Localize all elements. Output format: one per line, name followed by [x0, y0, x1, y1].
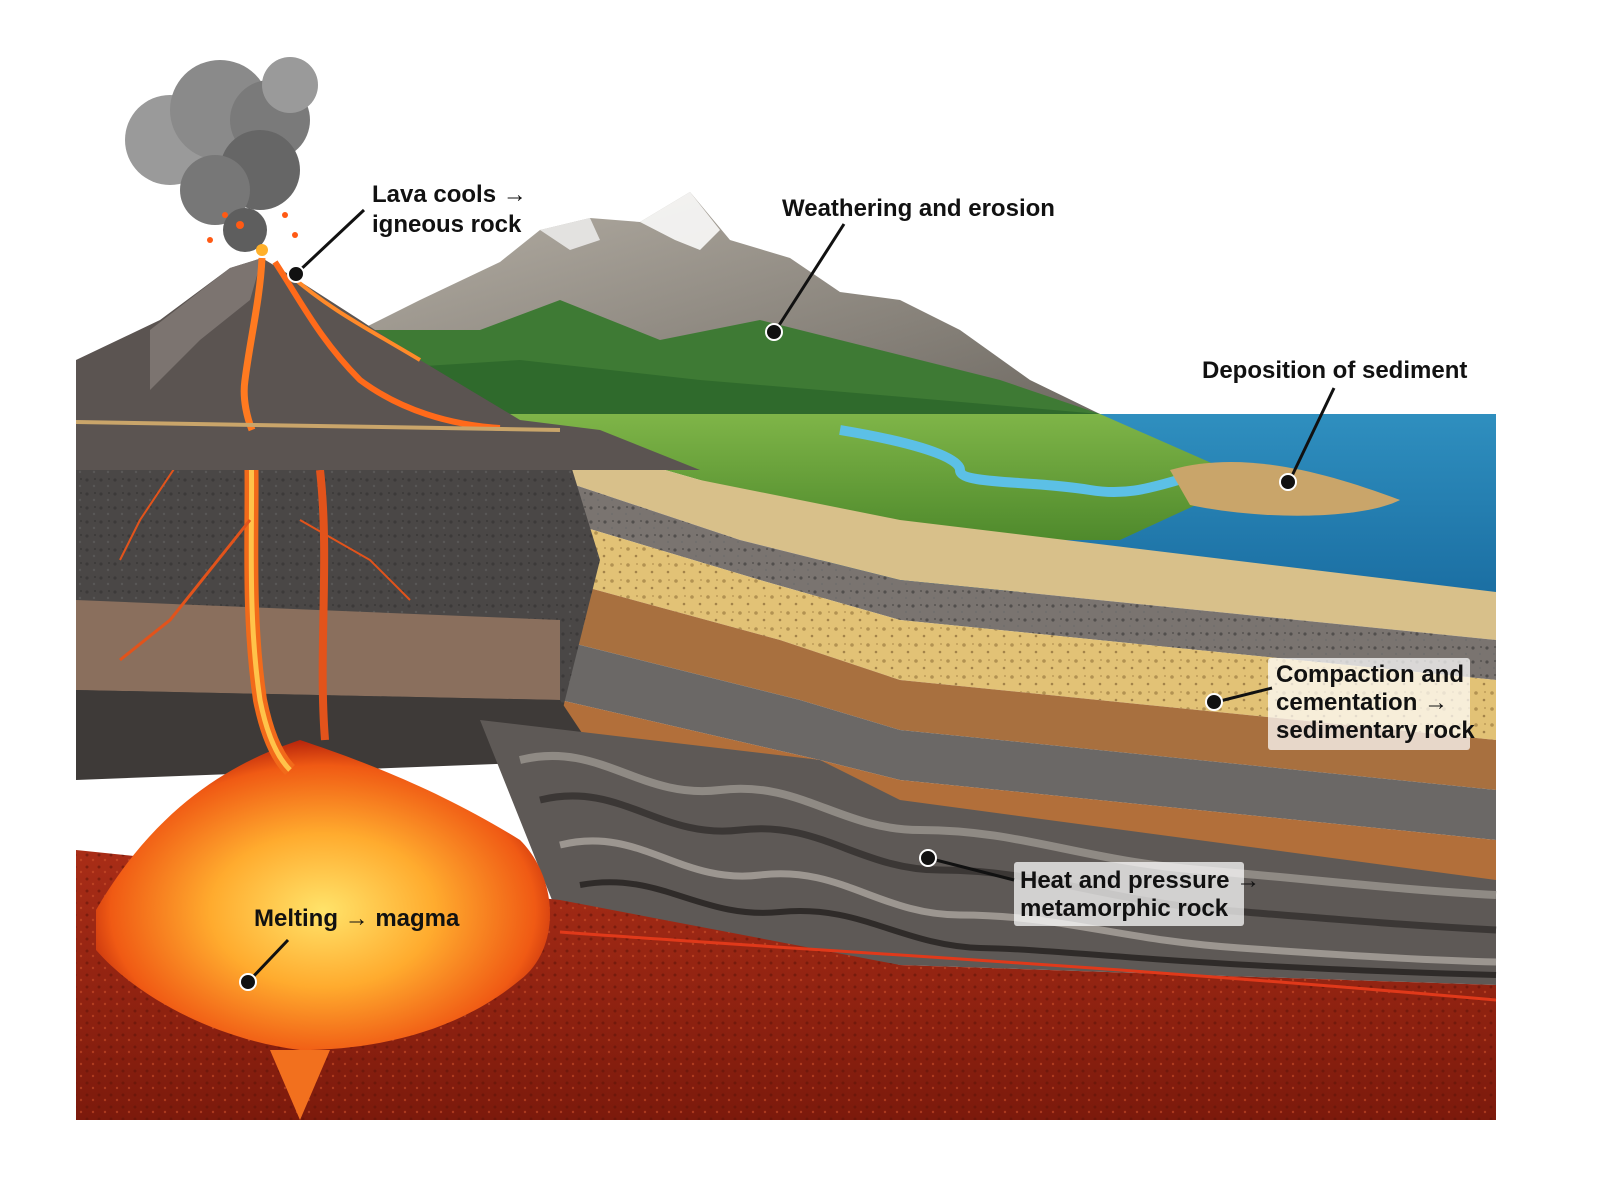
compaction-label-line2: cementation →: [1276, 689, 1448, 716]
lava-label-line2: igneous rock: [372, 211, 522, 238]
leader-line: [296, 208, 366, 274]
leader-line: [1288, 387, 1336, 481]
compaction-label-line1: Compaction and: [1276, 661, 1464, 688]
igneous-block: [76, 422, 600, 780]
label-dot: [1205, 693, 1223, 711]
leader-line: [248, 938, 290, 982]
heat-label-line2: metamorphic rock: [1020, 895, 1229, 922]
compaction-label-line3: sedimentary rock: [1276, 717, 1475, 744]
label-dot: [1279, 473, 1297, 491]
svg-text:Deposition of sediment: Deposition of sediment: [1202, 357, 1467, 384]
label-dot: [765, 323, 783, 341]
label-heat-pressure: Heat and pressure → metamorphic rock: [919, 849, 1267, 926]
mountain-range: [360, 192, 1100, 414]
label-dot: [919, 849, 937, 867]
label-dot: [239, 973, 257, 991]
label-deposition: Deposition of sediment: [1202, 357, 1467, 491]
melting-label: Melting → magma: [254, 905, 460, 932]
label-melting: Melting → magma: [239, 905, 460, 991]
label-background: [1014, 862, 1244, 926]
svg-text:Melting → magma: Melting → magma: [254, 905, 460, 932]
svg-text:Lava cools → igneous roc: Lava cools → igneous rock: [372, 181, 533, 238]
svg-text:Weathering and erosion: Weathering and erosion: [782, 195, 1055, 222]
leader-line: [927, 856, 1015, 882]
leader-line: [774, 223, 846, 331]
lava-spatter: [207, 212, 298, 256]
eruption-smoke: [125, 57, 318, 252]
label-background: [1268, 658, 1470, 750]
weathering-label: Weathering and erosion: [782, 195, 1055, 222]
leader-line: [1215, 686, 1273, 704]
label-weathering: Weathering and erosion: [765, 195, 1055, 341]
mantle-boundary: [559, 930, 1497, 1002]
svg-text:Compaction and cementati: Compaction and cementation → sedimentary…: [1276, 661, 1475, 744]
label-dot: [287, 265, 305, 283]
heat-label-line1: Heat and pressure →: [1020, 867, 1260, 894]
volcano: [75, 257, 700, 470]
label-lava-cools: Lava cools → igneous rock: [287, 181, 533, 283]
svg-text:Heat and pressure → meta: Heat and pressure → metamorphic rock: [1020, 867, 1267, 922]
lava-label-line1: Lava cools →: [372, 181, 527, 208]
deposition-label: Deposition of sediment: [1202, 357, 1467, 384]
river: [839, 425, 1241, 498]
magma-chamber: [96, 429, 550, 1120]
label-compaction: Compaction and cementation → sedimentary…: [1205, 658, 1475, 750]
